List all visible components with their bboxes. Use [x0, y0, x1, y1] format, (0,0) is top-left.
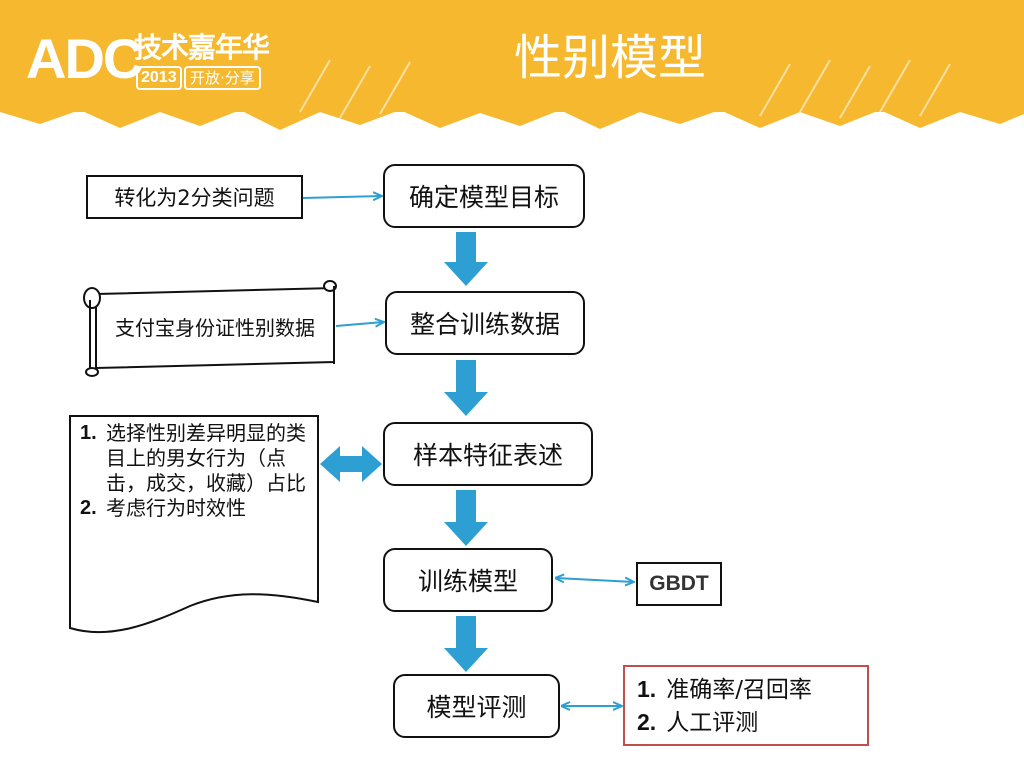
features-list: 1.选择性别差异明显的类目上的男女行为（点击，成交，收藏）占比 2.考虑行为时效… [80, 421, 310, 521]
evaluation-item-1: 1.准确率/召回率 [637, 675, 812, 703]
features-item-1: 1.选择性别差异明显的类目上的男女行为（点击，成交，收藏）占比 [80, 421, 306, 495]
logo-year: 2013 [136, 66, 182, 90]
scroll-shape [83, 280, 337, 377]
algorithm-note-text: GBDT [649, 572, 709, 595]
data-source-note-text: 支付宝身份证性别数据 [115, 315, 315, 340]
header-banner: ADC 技术嘉年华 2013 开放·分享 性别模型 [0, 0, 1024, 138]
header-background [0, 0, 1024, 130]
evaluation-note: 1.准确率/召回率 2.人工评测 [623, 665, 869, 746]
goal-note: 转化为2分类问题 [86, 175, 303, 219]
goal-note-text: 转化为2分类问题 [114, 186, 275, 210]
step-feature-description: 样本特征表述 [383, 422, 593, 486]
step-define-goal-label: 确定模型目标 [408, 183, 559, 212]
data-source-note: 支付宝身份证性别数据 [104, 298, 326, 358]
logo-subtitle: 技术嘉年华 [134, 31, 270, 64]
gbdt-connector [556, 578, 634, 582]
features-item-2: 2.考虑行为时效性 [80, 496, 246, 520]
step-train-model-label: 训练模型 [417, 567, 518, 596]
flow-arrow-4 [444, 616, 488, 672]
step-evaluate-model-label: 模型评测 [426, 693, 527, 722]
adc-logo: ADC 技术嘉年华 2013 开放·分享 [26, 28, 276, 94]
features-note: 1.选择性别差异明显的类目上的男女行为（点击，成交，收藏）占比 2.考虑行为时效… [80, 421, 310, 521]
logo-slogan: 开放·分享 [184, 66, 261, 90]
step-integrate-data: 整合训练数据 [385, 291, 585, 355]
goal-connector [302, 196, 382, 198]
algorithm-note: GBDT [636, 562, 722, 606]
logo-main-text: ADC [26, 27, 143, 90]
evaluation-list: 1.准确率/召回率 2.人工评测 [625, 673, 812, 739]
step-define-goal: 确定模型目标 [383, 164, 585, 228]
flow-arrow-1 [444, 232, 488, 286]
flow-arrow-3 [444, 490, 488, 546]
data-connector [335, 322, 384, 326]
evaluation-item-2: 2.人工评测 [637, 708, 759, 736]
document-shape [69, 415, 319, 634]
step-evaluate-model: 模型评测 [393, 674, 560, 738]
features-double-arrow [320, 446, 382, 482]
step-feature-description-label: 样本特征表述 [412, 441, 563, 470]
flow-arrow-2 [444, 360, 488, 416]
slide-title: 性别模型 [513, 30, 706, 86]
step-train-model: 训练模型 [383, 548, 553, 612]
step-integrate-data-label: 整合训练数据 [409, 310, 560, 339]
